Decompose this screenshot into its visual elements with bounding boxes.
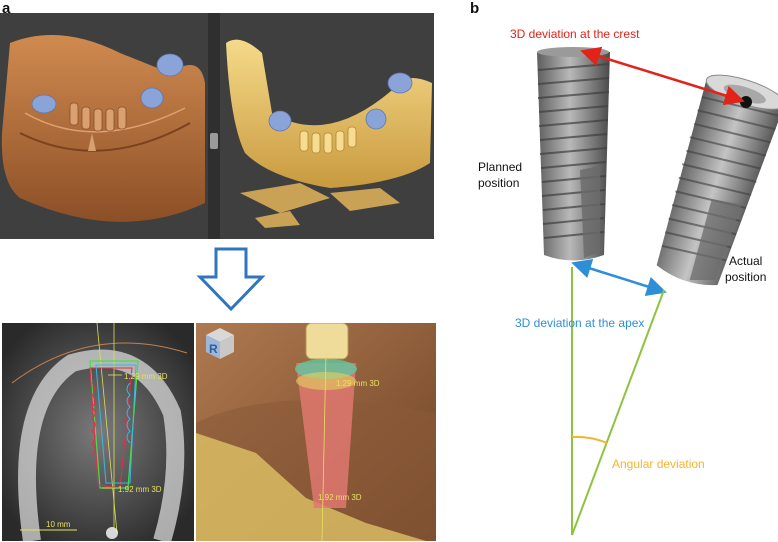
implant-markers-right xyxy=(268,72,413,132)
overlay-measure-top: 1.29 mm 3D xyxy=(336,379,380,388)
ct-slice-view: 1.29 mm 3D 1.92 mm 3D 10 mm xyxy=(2,323,194,541)
model-viewer-window xyxy=(0,13,434,239)
crest-point xyxy=(740,96,752,108)
crest-deviation-label: 3D deviation at the crest xyxy=(510,27,640,41)
panel-b-letter: b xyxy=(470,0,480,17)
overlay-measure-bottom: 1.92 mm 3D xyxy=(318,493,362,502)
ct-measure-bottom: 1.92 mm 3D xyxy=(118,485,162,494)
orientation-cube[interactable]: R xyxy=(206,328,234,359)
actual-position-label: Actual position xyxy=(725,253,766,285)
actual-label-line2: position xyxy=(725,270,767,284)
panel-a-letter: a xyxy=(2,0,11,17)
split-handle xyxy=(210,133,218,149)
ct-measure-top: 1.29 mm 3D xyxy=(124,372,168,381)
apex-deviation-arrow xyxy=(571,258,667,297)
planned-label-line1: Planned xyxy=(478,160,523,174)
planned-implant xyxy=(537,47,610,261)
planned-label-line2: position xyxy=(478,176,520,190)
actual-label-line1: Actual xyxy=(729,254,763,268)
ct-slice-canvas: 1.29 mm 3D 1.92 mm 3D 10 mm xyxy=(2,323,194,541)
orientation-cube-letter: R xyxy=(209,342,218,356)
angle-arc xyxy=(571,435,608,444)
implant-markers-left xyxy=(31,53,184,114)
split-divider xyxy=(208,13,220,239)
overlay-3d-canvas: 1.29 mm 3D 1.92 mm 3D R xyxy=(196,323,436,541)
actual-axis xyxy=(571,289,665,536)
copper-jaw-model xyxy=(1,35,206,222)
ct-scale-bar: 10 mm xyxy=(46,520,71,529)
angular-deviation-label: Angular deviation xyxy=(612,457,705,471)
apex-deviation-label: 3D deviation at the apex xyxy=(515,316,645,330)
overlay-3d-view: 1.29 mm 3D 1.92 mm 3D R xyxy=(196,323,436,541)
model-viewer-canvas xyxy=(1,13,432,239)
yellow-jaw-model xyxy=(226,39,432,189)
deviation-diagram xyxy=(537,46,778,536)
crest-deviation-arrow xyxy=(580,46,745,106)
planned-position-label: Planned position xyxy=(478,159,522,191)
down-arrow xyxy=(196,247,266,311)
